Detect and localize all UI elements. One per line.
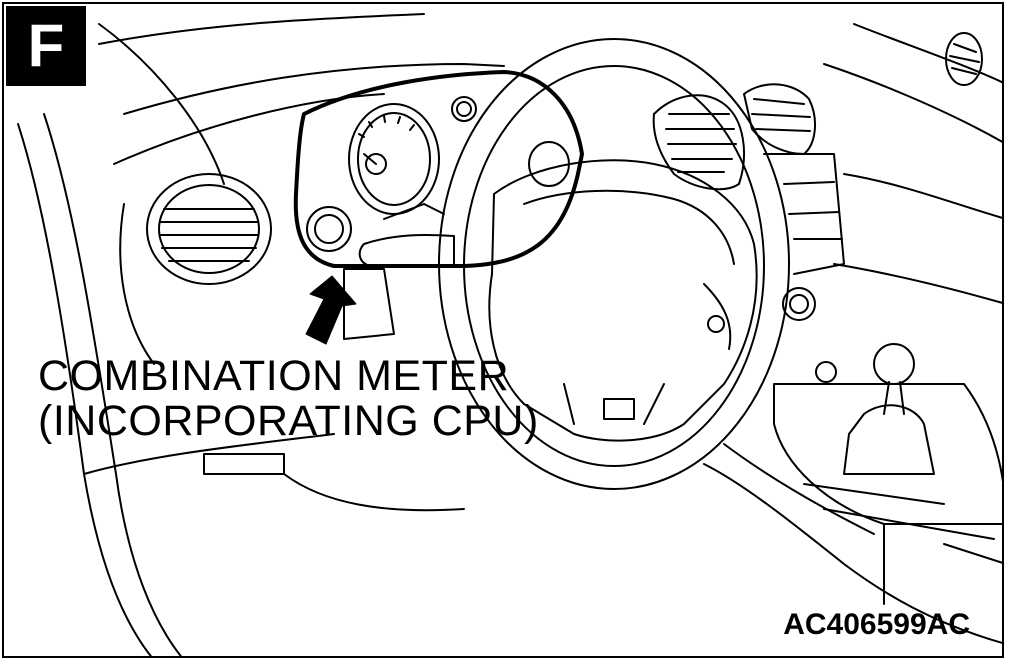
view-label-badge: F xyxy=(6,6,86,86)
callout-line-2: (INCORPORATING CPU) xyxy=(38,397,539,445)
meter-gauges xyxy=(306,96,570,252)
dashboard-top xyxy=(123,63,505,115)
gear-shifter xyxy=(773,343,1002,605)
a-pillar xyxy=(17,123,153,656)
callout-line-1: COMBINATION METER xyxy=(38,352,510,400)
steering-wheel xyxy=(438,38,790,490)
left-air-vent xyxy=(146,173,272,285)
center-vents xyxy=(652,83,816,191)
figure-id: AC406599AC xyxy=(783,608,970,641)
dashboard-line-drawing xyxy=(17,13,1002,656)
combination-meter-outline xyxy=(293,70,584,268)
callout-arrow xyxy=(305,275,357,345)
callout-label: COMBINATION METER (INCORPORATING CPU) xyxy=(38,354,539,444)
